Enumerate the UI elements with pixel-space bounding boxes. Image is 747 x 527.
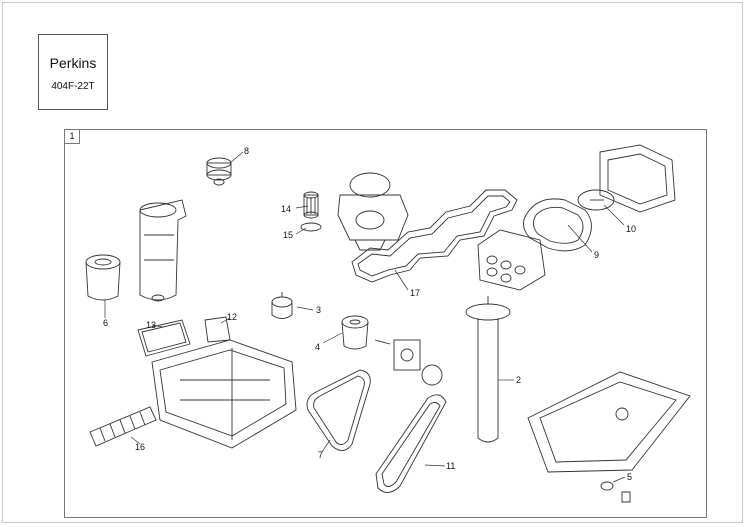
fan-belt-icon <box>375 394 447 493</box>
brand-label-box: Perkins 404F-22T <box>38 34 108 110</box>
callout-5: 5 <box>627 472 633 482</box>
oil-filler-cap-icon <box>206 157 232 186</box>
oil-sump-icon <box>527 371 691 473</box>
callout-6: 6 <box>103 318 109 328</box>
callout-17: 17 <box>410 288 421 298</box>
panel-index: 1 <box>65 130 80 144</box>
callout-8: 8 <box>244 146 250 156</box>
oil-cooler-adapter-icon <box>374 339 443 386</box>
callout-12: 12 <box>227 312 238 322</box>
leader-lines <box>104 151 626 483</box>
air-filter-element-icon <box>523 198 592 252</box>
callout-16: 16 <box>135 442 146 452</box>
callout-11: 11 <box>446 461 456 471</box>
callout-13: 13 <box>146 320 157 330</box>
callout-3: 3 <box>316 305 322 315</box>
parts-diagram-panel: 1 <box>64 129 707 518</box>
intake-manifold-icon <box>151 339 297 449</box>
engine-oil-filter-icon <box>341 315 369 350</box>
o-ring-icon <box>300 222 322 232</box>
callout-9: 9 <box>594 250 600 260</box>
thermostat-icon <box>271 292 293 319</box>
fuel-filter-bowl-icon <box>85 254 121 301</box>
fuel-filter-element-icon <box>303 191 319 219</box>
dipstick-icon <box>465 296 511 443</box>
air-filter-cap-icon <box>577 144 676 213</box>
sump-plug-seal-icon <box>600 481 631 503</box>
cabin-filter-icon <box>137 319 191 357</box>
callout-10: 10 <box>626 224 637 234</box>
callout-7: 7 <box>318 450 324 460</box>
callout-2: 2 <box>516 375 522 385</box>
brand-name: Perkins <box>49 55 97 71</box>
drive-belt-icon <box>306 369 371 451</box>
fuel-filter-head-assembly-icon <box>139 199 187 302</box>
fuel-filter-head-icon <box>337 172 409 251</box>
callout-4: 4 <box>315 342 321 352</box>
air-intake-filter-icon <box>477 229 546 291</box>
engine-model: 404F-22T <box>51 81 95 92</box>
callout-15: 15 <box>283 230 294 240</box>
callout-14: 14 <box>281 204 292 214</box>
pollen-filter-strip-icon <box>89 406 157 447</box>
rocker-cover-gasket-icon <box>351 189 518 283</box>
